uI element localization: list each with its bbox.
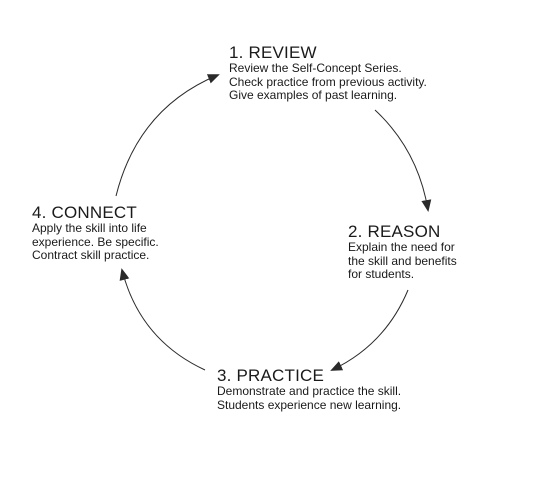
step-review-line: Review the Self-Concept Series. bbox=[229, 61, 402, 75]
arrow-connect-to-review bbox=[115, 74, 220, 197]
step-review-line: Give examples of past learning. bbox=[229, 88, 398, 102]
step-practice-line: Demonstrate and practice the skill. bbox=[217, 384, 402, 398]
step-connect: 4. CONNECT Apply the skill into life exp… bbox=[32, 203, 159, 263]
step-connect-description: Apply the skill into life experience. Be… bbox=[32, 221, 159, 263]
step-practice-description: Demonstrate and practice the skill. Stud… bbox=[217, 384, 402, 412]
step-reason-line: the skill and benefits bbox=[348, 253, 457, 268]
step-review-title: 1. REVIEW bbox=[229, 43, 317, 62]
arrow-reason-to-practice bbox=[330, 289, 409, 371]
arrow-practice-to-connect bbox=[119, 268, 206, 371]
step-review-description: Review the Self-Concept Series. Check pr… bbox=[229, 61, 427, 103]
arrow-review-to-reason bbox=[374, 109, 432, 212]
step-review-line: Check practice from previous activity. bbox=[229, 74, 427, 89]
step-review: 1. REVIEW Review the Self-Concept Series… bbox=[229, 43, 427, 103]
step-practice: 3. PRACTICE Demonstrate and practice the… bbox=[217, 366, 401, 412]
step-reason-line: Explain the need for bbox=[348, 240, 455, 254]
step-reason-title: 2. REASON bbox=[348, 222, 441, 241]
step-connect-line: Contract skill practice. bbox=[32, 248, 150, 262]
step-practice-title: 3. PRACTICE bbox=[217, 366, 325, 385]
step-connect-title: 4. CONNECT bbox=[32, 203, 137, 222]
step-reason-line: for students. bbox=[348, 267, 415, 281]
step-practice-line: Students experience new learning. bbox=[217, 397, 402, 412]
step-reason: 2. REASON Explain the need for the skill… bbox=[348, 222, 457, 282]
step-reason-description: Explain the need for the skill and benef… bbox=[348, 240, 457, 282]
step-connect-line: Apply the skill into life bbox=[32, 221, 147, 235]
step-connect-line: experience. Be specific. bbox=[32, 234, 159, 249]
